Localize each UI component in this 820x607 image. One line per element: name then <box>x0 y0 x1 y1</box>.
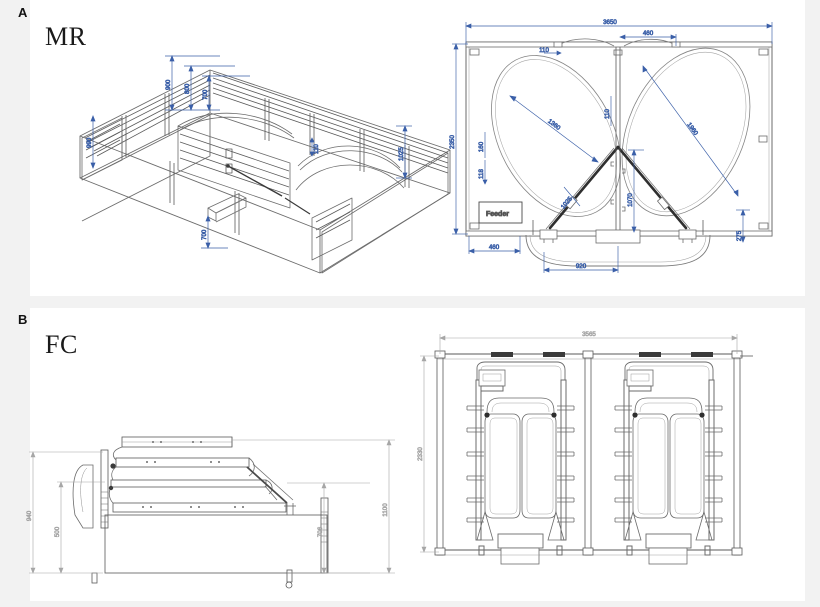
dim-706: 706 <box>317 526 324 537</box>
farrowing-crate-right <box>614 361 723 565</box>
panel-a-title: MR <box>45 22 87 51</box>
dim-900-a: 900 <box>165 79 172 90</box>
dim-2350: 2350 <box>449 135 456 149</box>
dim-920: 920 <box>576 263 587 270</box>
dim-3565: 3565 <box>582 331 596 338</box>
dim-110-center: 110 <box>604 109 611 119</box>
dim-1025-a: 1025 <box>398 147 405 161</box>
dim-1360: 1360 <box>546 118 562 132</box>
dim-1070: 1070 <box>627 193 634 207</box>
dim-110-top: 110 <box>539 47 549 54</box>
dim-275: 275 <box>736 230 743 241</box>
dim-1100: 1100 <box>382 503 389 517</box>
dim-700-a: 700 <box>202 89 209 100</box>
dim-160: 160 <box>478 141 485 152</box>
mr-plan-view: Feeder 3650 <box>448 14 798 289</box>
dim-460-bottom: 460 <box>489 244 500 251</box>
fc-side-elevation-view: 940 500 706 1100 <box>25 420 410 590</box>
dim-800-a: 800 <box>184 83 191 94</box>
feeder-label: Feeder <box>486 211 509 218</box>
farrowing-crate-left <box>466 361 575 565</box>
mr-isometric-view: 900 800 700 990 700 1025 <box>60 18 451 288</box>
panel-b-letter: B <box>18 312 28 327</box>
dim-460-top: 460 <box>643 30 654 37</box>
dim-3650: 3650 <box>603 19 617 26</box>
svg-text:110: 110 <box>313 144 320 154</box>
dim-940: 940 <box>26 510 33 521</box>
panel-b-title: FC <box>45 330 78 359</box>
dim-990-a: 990 <box>86 137 93 148</box>
fc-front-elevation-view: 3565 2330 <box>415 318 810 603</box>
dim-1960: 1960 <box>685 121 699 137</box>
panel-a-letter: A <box>18 5 28 20</box>
dim-700-b: 700 <box>201 229 208 240</box>
dim-118: 118 <box>478 169 485 179</box>
dim-500: 500 <box>54 526 61 537</box>
dim-2330: 2330 <box>417 447 424 461</box>
